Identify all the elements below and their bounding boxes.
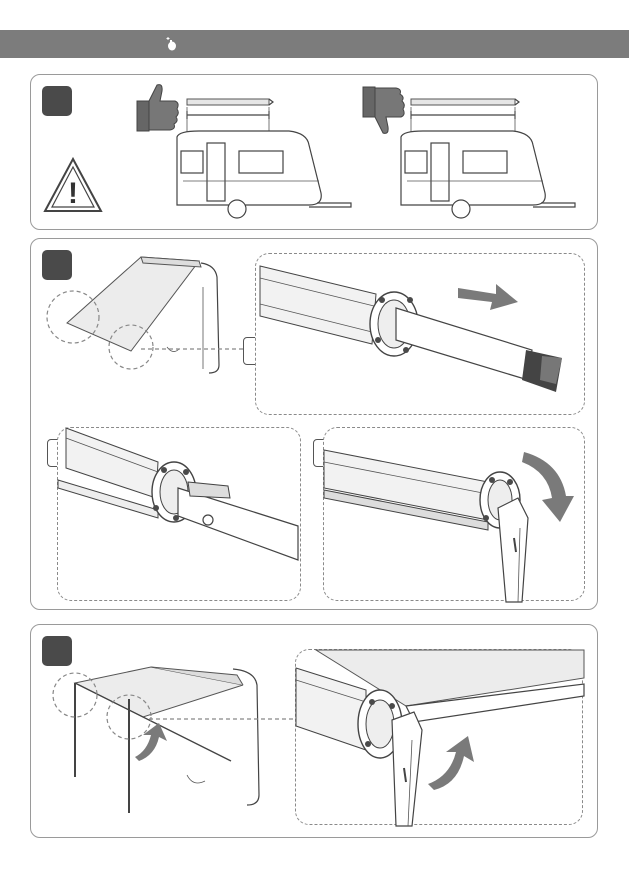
arrow-up-curved-icon [426,734,476,790]
profile-drawing [256,254,586,416]
warning-symbol: ! [68,177,78,210]
detail-extended-arm-area [295,649,583,825]
arrow-right-icon [456,274,520,314]
warning-triangle-icon: ! [43,157,103,213]
caravan-size-panel: ! [30,74,598,230]
arrow-down-curved-icon [520,448,576,524]
step-marker [42,86,72,116]
connector-line [141,347,251,351]
connector-line [149,717,299,721]
detail-arm-fold-area [323,427,585,601]
arm-release-drawing [58,428,302,602]
caravan-bad-drawing [393,93,593,223]
unlock-panel [30,238,598,610]
awning-overview-drawing [39,247,249,379]
header-bar [0,30,629,58]
detail-arm-release-area [57,427,301,601]
arrow-up-curved-icon [133,721,169,761]
detail-unlock-area [255,253,585,415]
hand-pointer-icon [158,36,180,52]
extend-panel [30,624,598,838]
caravan-good-drawing [169,93,369,223]
